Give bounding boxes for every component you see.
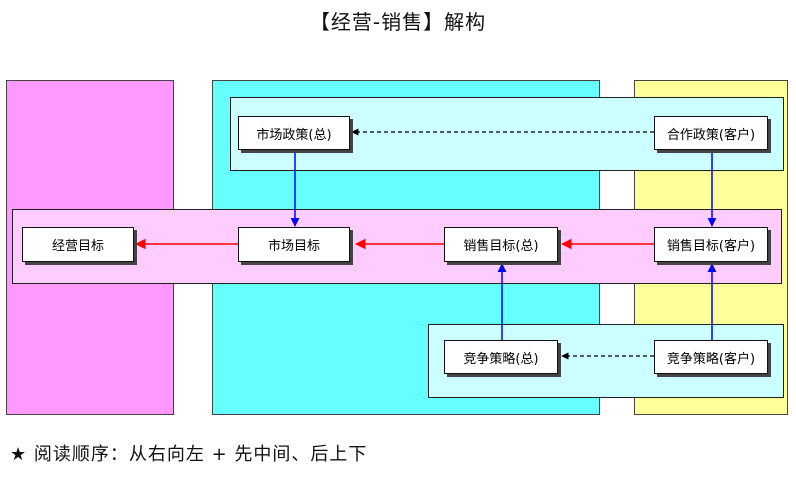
node-shichang-zhengce: 市场政策(总)	[238, 116, 350, 150]
node-jingying-mubiao: 经营目标	[22, 227, 134, 262]
reading-order-note: ★ 阅读顺序：从右向左 + 先中间、后上下	[10, 444, 368, 465]
node-jingzheng-celue-kehu: 竞争策略(客户)	[654, 340, 768, 374]
node-shichang-mubiao: 市场目标	[238, 227, 350, 262]
node-xiaoshou-mubiao-zong: 销售目标(总)	[444, 227, 558, 262]
node-jingzheng-celue-zong: 竞争策略(总)	[444, 340, 558, 374]
node-xiaoshou-mubiao-kehu: 销售目标(客户)	[654, 227, 768, 262]
diagram-title: 【经营-销售】解构	[309, 10, 487, 34]
node-hezuo-zhengce-kehu: 合作政策(客户)	[654, 116, 768, 150]
